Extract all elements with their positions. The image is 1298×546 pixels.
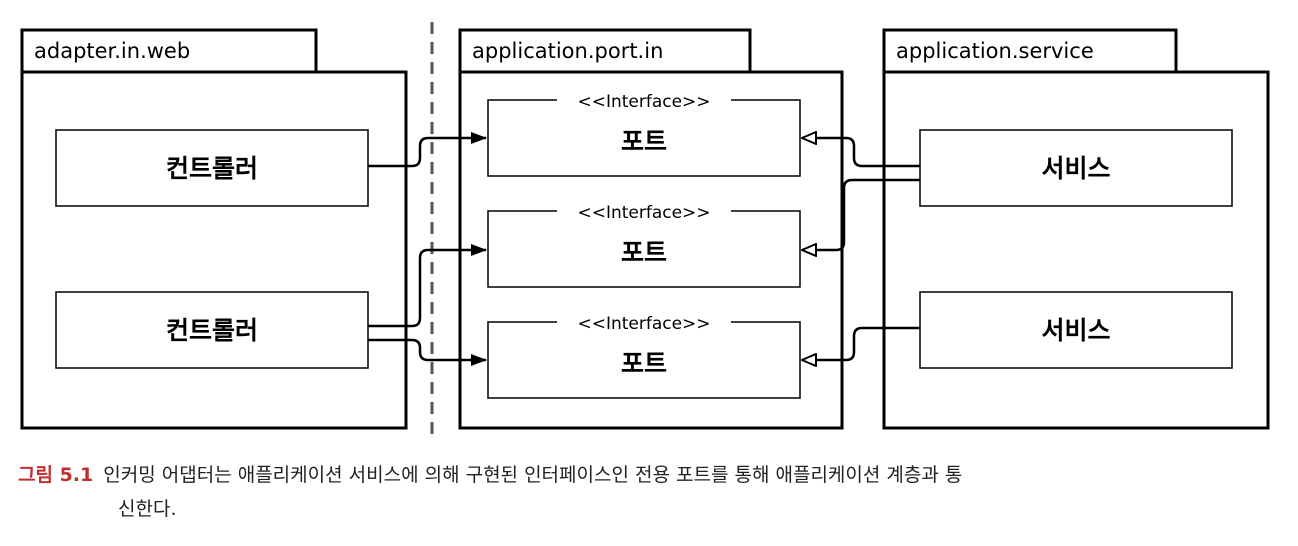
controller-label: 컨트롤러: [166, 154, 258, 183]
implements-arrow-service1-port2: [802, 178, 920, 250]
port-stereotype: <<Interface>>: [577, 314, 710, 334]
package-body: [882, 70, 1270, 430]
call-arrow-controller2-port2: [368, 244, 487, 328]
package-tab: [458, 28, 752, 74]
controller-label: 컨트롤러: [166, 316, 258, 345]
service-label: 서비스: [1041, 154, 1110, 183]
package-body: [20, 70, 408, 430]
package-label: application.service: [896, 39, 1094, 63]
controller-box-2: 컨트롤러: [55, 291, 369, 369]
port-stereotype: <<Interface>>: [577, 92, 710, 112]
port-box-2: <<Interface>> 포트: [487, 201, 801, 288]
figure-caption: 그림 5.1 인커밍 어댑터는 애플리케이션 서비스에 의해 구현된 인터페이스…: [18, 458, 1280, 526]
implements-arrow-service2-port3: [802, 326, 920, 360]
package-tab: [882, 28, 1178, 74]
port-box-3: <<Interface>> 포트: [487, 312, 801, 399]
port-label: 포트: [621, 238, 667, 267]
caption-line-1: 인커밍 어댑터는 애플리케이션 서비스에 의해 구현된 인터페이스인 전용 포트…: [103, 464, 963, 486]
service-box-2: 서비스: [919, 291, 1233, 369]
architecture-diagram: adapter.in.web application.port.in appli…: [20, 22, 1270, 436]
port-stereotype: <<Interface>>: [577, 203, 710, 223]
figure-number: 그림 5.1: [18, 464, 94, 486]
controller-box-1: 컨트롤러: [55, 129, 369, 207]
call-arrow-controller2-port3: [368, 338, 487, 366]
service-box-1: 서비스: [919, 129, 1233, 207]
caption-line-2: 신한다.: [118, 498, 177, 520]
implements-arrow-service1-port1: [802, 138, 920, 168]
call-arrow-controller1-port1: [368, 132, 487, 168]
package-label: adapter.in.web: [34, 39, 190, 63]
service-label: 서비스: [1041, 316, 1110, 345]
port-label: 포트: [621, 349, 667, 378]
port-label: 포트: [621, 127, 667, 156]
package-label: application.port.in: [472, 39, 663, 63]
port-box-1: <<Interface>> 포트: [487, 90, 801, 177]
